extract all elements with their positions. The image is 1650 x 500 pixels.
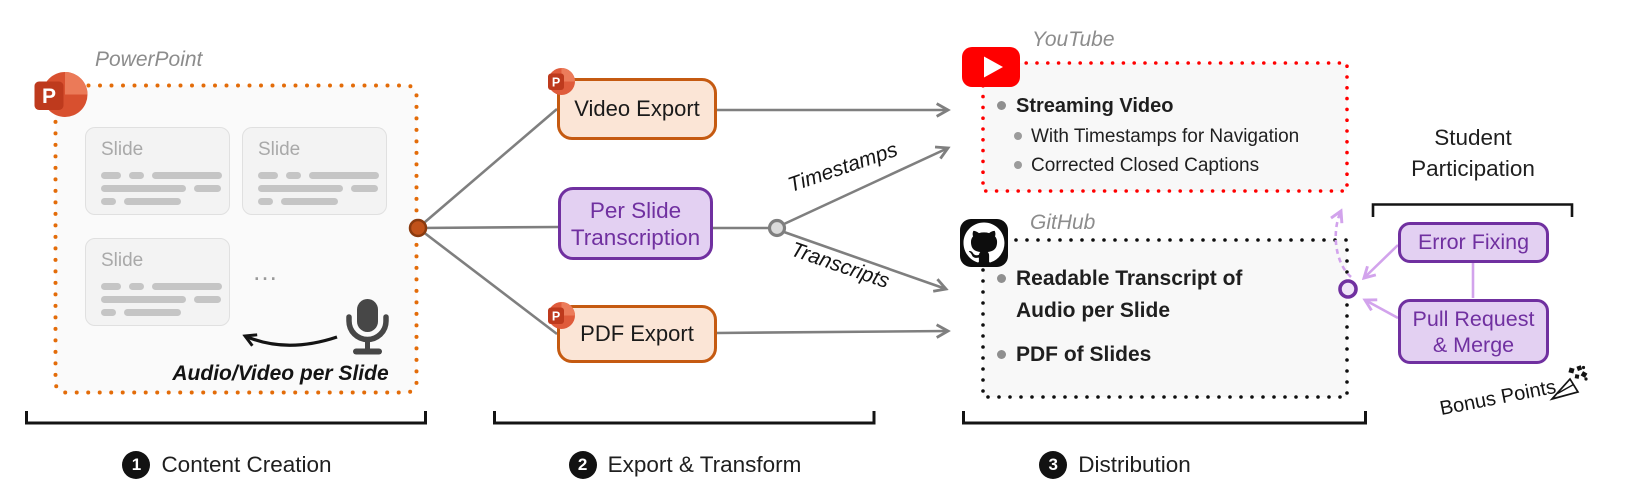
- badge-letter: P: [552, 76, 560, 90]
- bullet-dot: [997, 274, 1006, 283]
- pull-request-box: Pull Request & Merge: [1398, 299, 1549, 364]
- slide-card-1: Slide: [85, 127, 230, 215]
- stage-label: Content Creation: [161, 452, 332, 477]
- stage-label: Export & Transform: [607, 452, 802, 477]
- slide-title: Slide: [258, 139, 301, 160]
- bullet-dot: [997, 350, 1006, 359]
- video-export-label: Video Export: [574, 96, 700, 121]
- transcription-box: Per Slide Transcription: [558, 187, 713, 260]
- list-item: Corrected Closed Captions: [1014, 152, 1337, 179]
- list-item: Readable Transcript of Audio per Slide: [997, 263, 1297, 327]
- error-fixing-label: Error Fixing: [1417, 230, 1530, 254]
- badge-letter: P: [552, 310, 560, 324]
- timestamps-item: With Timestamps for Navigation: [1031, 126, 1300, 147]
- youtube-label: YouTube: [1032, 28, 1115, 51]
- stage-number-badge: 1: [122, 451, 151, 479]
- github-label: GitHub: [1030, 211, 1096, 234]
- stage-number-badge: 2: [568, 451, 597, 479]
- edge-ppt-to-video-export: [417, 108, 558, 229]
- student-participation-title: Student Participation: [1411, 125, 1535, 181]
- edge-timestamps-to-youtube: [783, 148, 948, 226]
- stage-export-transform: 2 Export & Transform: [545, 451, 825, 479]
- bracket-export-transform: [493, 411, 876, 425]
- record-arrow: [245, 336, 338, 347]
- youtube-icon: [962, 47, 1020, 87]
- youtube-feature-list: Streaming Video With Timestamps for Navi…: [997, 92, 1337, 179]
- video-export-box: Video Export: [557, 78, 717, 140]
- audio-video-note: Audio/Video per Slide: [172, 362, 389, 385]
- stage-label: Distribution: [1078, 452, 1191, 477]
- edge-node-to-youtube-dashed: [1336, 211, 1352, 278]
- github-dotted-box: [981, 238, 1349, 399]
- stage-brackets: [25, 411, 1367, 425]
- edge-transcripts-to-github: [783, 230, 946, 289]
- transcript-item: Readable Transcript of Audio per Slide: [1016, 267, 1243, 322]
- powerpoint-label: PowerPoint: [95, 48, 203, 71]
- error-fixing-box: Error Fixing: [1398, 222, 1549, 263]
- list-item: With Timestamps for Navigation: [1014, 123, 1337, 150]
- more-slides-ellipsis: …: [252, 256, 280, 286]
- powerpoint-badge-video: P: [548, 68, 575, 95]
- transcription-label: Per Slide Transcription: [570, 197, 701, 250]
- edge-errorfix-to-node: [1364, 244, 1399, 278]
- list-item: Streaming Video: [997, 92, 1337, 120]
- captions-item: Corrected Closed Captions: [1031, 155, 1260, 176]
- list-item: PDF of Slides: [997, 339, 1297, 371]
- bullet-dot: [1014, 161, 1022, 169]
- edge-pullrequest-to-node: [1365, 300, 1399, 320]
- pdf-slides-item: PDF of Slides: [1016, 343, 1152, 366]
- github-merge-node: [1338, 279, 1358, 299]
- github-content-list: Readable Transcript of Audio per Slide P…: [997, 263, 1297, 371]
- slide-title: Slide: [101, 139, 144, 160]
- flow-edges: [417, 108, 948, 336]
- pdf-export-box: PDF Export: [557, 305, 717, 363]
- powerpoint-junction-node: [408, 218, 428, 238]
- slide-title: Slide: [101, 250, 144, 271]
- powerpoint-icon: P: [34, 72, 88, 117]
- github-icon: [960, 219, 1008, 267]
- pdf-export-label: PDF Export: [580, 321, 694, 346]
- student-connectors: [1336, 211, 1475, 320]
- bullet-dot: [1014, 132, 1022, 140]
- microphone-icon: [346, 299, 389, 355]
- pull-request-label: Pull Request & Merge: [1412, 306, 1535, 357]
- edge-pdf-to-github: [715, 331, 948, 333]
- slide-card-3: Slide: [85, 238, 230, 326]
- bracket-content-creation: [25, 411, 427, 425]
- party-popper-icon: [1549, 365, 1588, 401]
- edge-ppt-to-pdf-export: [417, 226, 558, 336]
- stage-content-creation: 1 Content Creation: [87, 451, 367, 479]
- stage-distribution: 3 Distribution: [975, 451, 1255, 479]
- slide-card-2: Slide: [242, 127, 387, 215]
- streaming-video-item: Streaming Video: [1016, 95, 1174, 117]
- edge-ppt-to-transcription: [417, 225, 559, 230]
- youtube-dotted-box: [981, 61, 1349, 193]
- bracket-distribution: [962, 411, 1367, 425]
- powerpoint-icon-letter: P: [42, 85, 56, 108]
- bullet-dot: [997, 101, 1006, 110]
- bracket-student-participation: [1371, 203, 1574, 217]
- stage-number-badge: 3: [1039, 451, 1068, 479]
- transcription-junction-node: [767, 218, 787, 238]
- powerpoint-badge-pdf: P: [548, 302, 575, 329]
